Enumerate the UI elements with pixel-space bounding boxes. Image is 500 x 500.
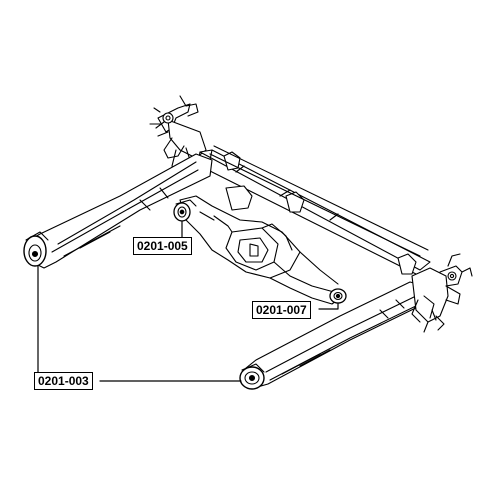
part-label-0201-003: 0201-003 [34, 372, 93, 390]
bushing-007 [329, 288, 347, 304]
part-label-0201-007: 0201-007 [252, 301, 311, 319]
right-hub [411, 253, 473, 333]
upper-left-hub [149, 95, 207, 177]
leader-007 [318, 302, 339, 310]
left-trailing-arm [29, 153, 213, 269]
part-label-0201-005: 0201-005 [133, 237, 192, 255]
upper-tube [209, 145, 429, 257]
differential-mount [179, 185, 341, 305]
bushing-005 [173, 199, 197, 222]
left-front-bushing [23, 231, 49, 267]
cross-beam [195, 149, 431, 285]
right-rear-bushing [239, 363, 265, 390]
